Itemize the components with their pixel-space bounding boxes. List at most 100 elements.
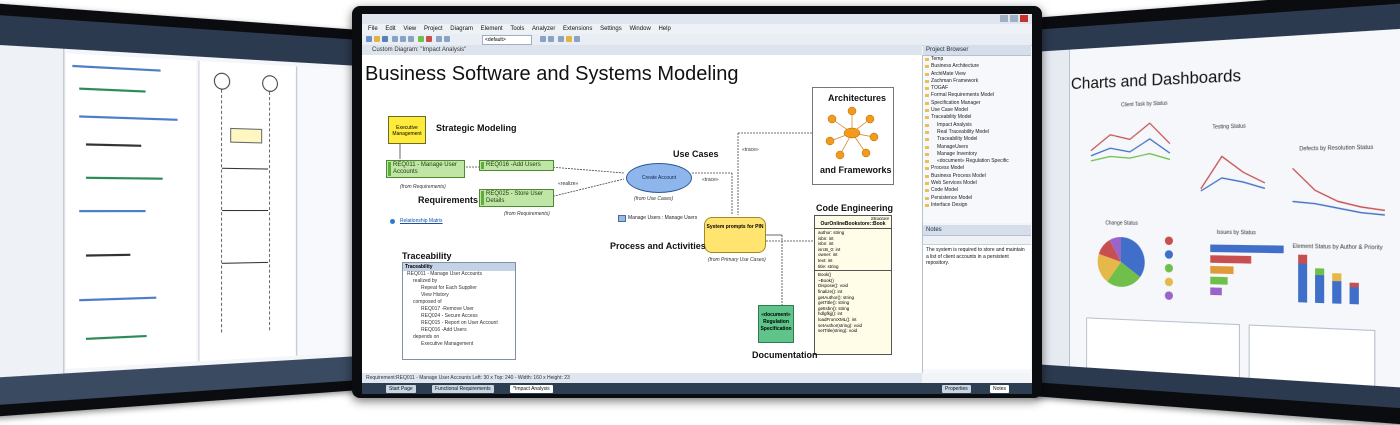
trace-root[interactable]: REQ011 - Manage User Accounts xyxy=(403,271,515,278)
close-icon[interactable] xyxy=(1020,15,1028,22)
menu-diagram[interactable]: Diagram xyxy=(450,26,473,32)
perspective-dropdown[interactable]: <default> xyxy=(482,35,532,45)
project-tree-item[interactable]: Business Architecture xyxy=(923,63,1031,70)
manage-users-frame[interactable]: Manage Users : Manage Users xyxy=(628,215,697,221)
menu-extensions[interactable]: Extensions xyxy=(563,26,592,32)
relationship-matrix-link[interactable]: Relationship Matrix xyxy=(400,218,443,224)
trace-realized-item[interactable]: View History xyxy=(403,292,515,299)
line-color-icon[interactable] xyxy=(574,36,580,42)
tab-impact-analysis[interactable]: *Impact Analysis xyxy=(510,385,553,393)
project-browser: Project Browser TempBusiness Architectur… xyxy=(923,45,1031,223)
system-prompts-from: (from Primary Use Cases) xyxy=(708,257,766,263)
create-account-from: (from Use Cases) xyxy=(634,196,673,202)
traceability-label: Traceability xyxy=(402,251,452,261)
project-tree-item[interactable]: Use Case Model xyxy=(923,107,1031,114)
project-tree-item[interactable]: Persistence Model xyxy=(923,195,1031,202)
project-tree-item[interactable]: ManageUsers xyxy=(923,144,1031,151)
project-browser-tree: TempBusiness ArchitectureArchiMate ViewZ… xyxy=(923,56,1031,209)
project-tree-item[interactable]: Interface Design xyxy=(923,202,1031,209)
tab-notes[interactable]: Notes xyxy=(990,385,1009,393)
project-tree-item[interactable]: Business Process Model xyxy=(923,173,1031,180)
notes-text[interactable]: The system is required to store and main… xyxy=(923,245,1031,369)
trace-composed-of[interactable]: composed of xyxy=(403,299,515,306)
tab-functional-requirements[interactable]: Functional Requirements xyxy=(432,385,494,393)
menu-view[interactable]: View xyxy=(403,26,416,32)
minimize-icon[interactable] xyxy=(1000,15,1008,22)
project-tree-item[interactable]: TOGAF xyxy=(923,85,1031,92)
document-tabs: Start Page Functional Requirements *Impa… xyxy=(362,383,1032,394)
req-store-from: (from Requirements) xyxy=(504,211,550,217)
trace-composed-item[interactable]: REQ024 - Secure Access xyxy=(403,313,515,320)
layout-icon[interactable] xyxy=(540,36,546,42)
trace-composed-item[interactable]: REQ017 -Remove User xyxy=(403,306,515,313)
tab-start-page[interactable]: Start Page xyxy=(386,385,416,393)
menu-help[interactable]: Help xyxy=(658,26,670,32)
copy-icon[interactable] xyxy=(400,36,406,42)
executive-management-element[interactable]: Executive Management xyxy=(388,116,426,144)
trace-realized-item[interactable]: Repeat for Each Supplier xyxy=(403,285,515,292)
trace-composed-item[interactable]: REQ015 - Report on User Account xyxy=(403,320,515,327)
project-tree-item[interactable]: Web Services Model xyxy=(923,180,1031,187)
project-tree-item[interactable]: Impact Analysis xyxy=(923,122,1031,129)
menu-settings[interactable]: Settings xyxy=(600,26,622,32)
menu-file[interactable]: File xyxy=(368,26,378,32)
req-manage-user-accounts[interactable]: REQ011 - Manage User Accounts xyxy=(386,160,465,178)
align-icon[interactable] xyxy=(548,36,554,42)
project-tree-item[interactable]: Temp xyxy=(923,56,1031,63)
project-tree-item[interactable]: Specification Manager xyxy=(923,100,1031,107)
diagram-tab-label: Custom Diagram: "Impact Analysis" xyxy=(372,47,466,53)
class-attribute: title: string xyxy=(818,264,891,270)
architecture-star-diagram xyxy=(824,105,880,161)
trace-realized-by[interactable]: realized by xyxy=(403,278,515,285)
create-account-usecase[interactable]: Create Account xyxy=(626,163,692,193)
status-text: Requirement:REQ011 - Manage User Account… xyxy=(366,375,570,381)
zoom-icon[interactable] xyxy=(444,36,450,42)
menu-element[interactable]: Element xyxy=(481,26,503,32)
traceability-panel[interactable]: Traceability REQ011 - Manage User Accoun… xyxy=(402,262,516,360)
project-tree-item[interactable]: Traceability Model xyxy=(923,136,1031,143)
tab-properties[interactable]: Properties xyxy=(942,385,971,393)
realize-connector-label: «realize» xyxy=(558,181,578,187)
cut-icon[interactable] xyxy=(392,36,398,42)
fill-color-icon[interactable] xyxy=(566,36,572,42)
stop-icon[interactable] xyxy=(426,36,432,42)
search-icon[interactable] xyxy=(436,36,442,42)
req-add-users[interactable]: REQ016 -Add Users xyxy=(479,160,554,171)
regulation-specification-document[interactable]: «document» Regulation Specification xyxy=(758,305,794,343)
menu-project[interactable]: Project xyxy=(424,26,443,32)
project-tree-item[interactable]: Formal Requirements Model xyxy=(923,92,1031,99)
menu-analyzer[interactable]: Analyzer xyxy=(532,26,555,32)
diagram-canvas[interactable]: Business Software and Systems Modeling E… xyxy=(362,55,923,373)
pie-legend xyxy=(1165,237,1173,301)
project-tree-item[interactable]: «document» Regulation Specific xyxy=(923,158,1031,165)
menu-tools[interactable]: Tools xyxy=(510,26,524,32)
project-tree-item[interactable]: Traceability Model xyxy=(923,114,1031,121)
project-tree-item[interactable]: Process Model xyxy=(923,165,1031,172)
project-tree-item[interactable]: Code Model xyxy=(923,187,1031,194)
matrix-icon xyxy=(390,219,395,224)
project-tree-item[interactable]: Manage Inventory xyxy=(923,151,1031,158)
project-tree-item[interactable]: Zachman Framework xyxy=(923,78,1031,85)
menu-window[interactable]: Window xyxy=(629,26,650,32)
open-icon[interactable] xyxy=(374,36,380,42)
project-tree-item[interactable]: ArchiMate View xyxy=(923,71,1031,78)
diagram-tab[interactable]: Custom Diagram: "Impact Analysis" xyxy=(362,45,922,55)
maximize-icon[interactable] xyxy=(1010,15,1018,22)
paste-icon[interactable] xyxy=(408,36,414,42)
trace-connector-label-1: «trace» xyxy=(702,177,719,183)
system-prompts-pin[interactable]: System prompts for PIN xyxy=(704,217,766,253)
project-browser-title: Project Browser xyxy=(923,45,1031,56)
menu-edit[interactable]: Edit xyxy=(385,26,395,32)
charts-dashboards-title: Charts and Dashboards xyxy=(1071,67,1241,94)
req-store-user-details[interactable]: REQ025 - Store User Details xyxy=(479,189,554,207)
class-book[interactable]: Structure OurOnlineBookstore::Book autho… xyxy=(814,215,892,355)
project-tree-item[interactable]: Real Traceability Model xyxy=(923,129,1031,136)
trace-composed-item[interactable]: REQ016 -Add Users xyxy=(403,327,515,334)
use-cases-label: Use Cases xyxy=(673,149,719,159)
font-icon[interactable] xyxy=(558,36,564,42)
new-icon[interactable] xyxy=(366,36,372,42)
run-icon[interactable] xyxy=(418,36,424,42)
trace-depends-on[interactable]: depends on xyxy=(403,334,515,341)
save-icon[interactable] xyxy=(382,36,388,42)
trace-depends-item[interactable]: Executive Management xyxy=(403,341,515,348)
